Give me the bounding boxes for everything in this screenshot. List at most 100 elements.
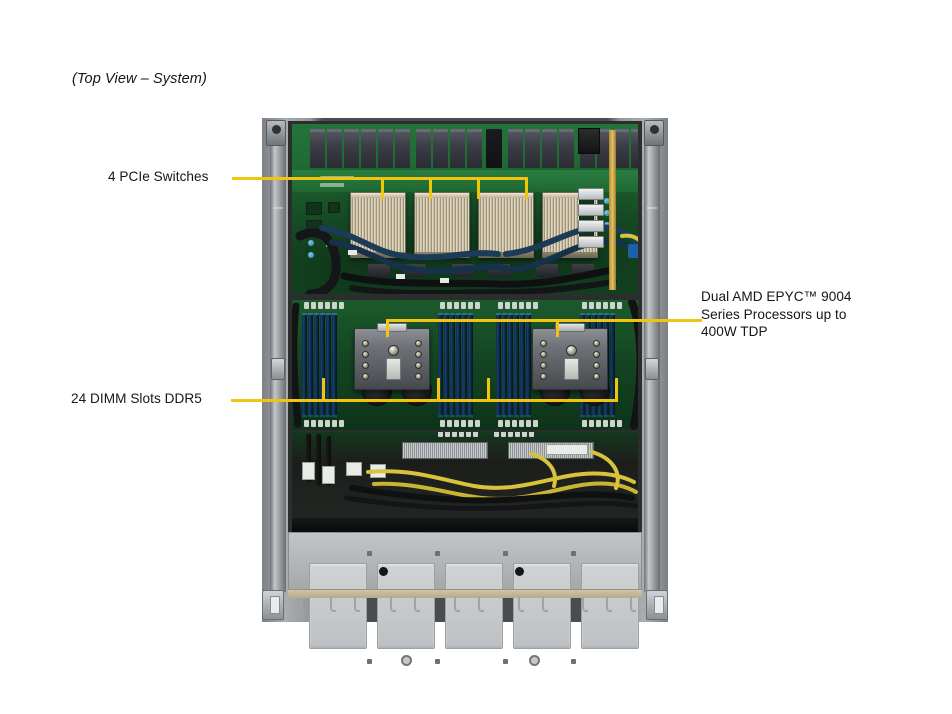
rail-latch-right	[645, 358, 659, 380]
sas-cable-2	[316, 434, 321, 486]
connector-latches-1	[438, 432, 478, 437]
bezel-hook-3	[354, 597, 360, 612]
dimm-latch-row-7	[498, 420, 538, 427]
rack-ear-top-left	[266, 120, 286, 146]
drive-pocket-5	[581, 563, 639, 649]
sas-cable-label-2	[322, 466, 335, 484]
cable-routing-zone	[292, 432, 638, 518]
pcb-capacitor-4	[604, 198, 610, 204]
dimm-latch-row-2	[440, 302, 480, 309]
sas-cable-label-4	[370, 464, 386, 478]
bezel-hook-9	[542, 597, 548, 612]
connector-latches-2	[494, 432, 534, 437]
pcie-switch-board	[292, 124, 638, 294]
leader-tick-dimm-4	[615, 378, 618, 400]
leader-tick-pcie-4	[525, 177, 528, 199]
rack-ear-bottom-left	[262, 590, 284, 620]
leader-line-cpu-spine	[386, 319, 661, 322]
connector-bank-1	[310, 129, 410, 168]
callout-label-pcie-switches: 4 PCIe Switches	[108, 169, 209, 184]
callout-label-cpu-processors: Dual AMD EPYC™ 9004 Series Processors up…	[701, 288, 891, 341]
pcb-chip-1	[306, 202, 322, 215]
dimm-bank-3	[496, 313, 531, 417]
page-title: (Top View – System)	[72, 71, 207, 87]
panel-hole-3	[503, 551, 508, 556]
panel-hole-1	[367, 551, 372, 556]
bezel-hook-4	[390, 597, 396, 612]
panel-hole-7	[503, 659, 508, 664]
panel-stud-2	[515, 567, 524, 576]
dimm-bank-1	[302, 313, 337, 417]
dimm-latch-row-3	[498, 302, 538, 309]
leader-tick-dimm-3	[487, 378, 490, 400]
connector-bank-dark	[486, 129, 502, 168]
silkscreen-mark-2	[320, 183, 344, 187]
cpu-retention-tab-2	[555, 323, 585, 332]
bezel-hook-6	[454, 597, 460, 612]
bezel-hook-7	[478, 597, 484, 612]
rear-io-connector-large	[578, 128, 600, 154]
panel-hole-4	[571, 551, 576, 556]
sas-cable-3	[326, 436, 331, 486]
connector-bank-2	[416, 129, 482, 168]
panel-hole-5	[367, 659, 372, 664]
leader-tick-pcie-1	[381, 177, 384, 199]
board-connector-1	[368, 264, 390, 277]
cpu-screw-column-right-1	[414, 338, 423, 382]
cpu-retention-tab-1	[377, 323, 407, 332]
panel-ring-hole-2	[529, 655, 540, 666]
cpu-label-1	[386, 358, 401, 380]
leader-line-pcie-spine	[381, 177, 527, 180]
pcb-mid-strip	[292, 170, 638, 192]
cpu-center-screw-2	[566, 345, 577, 356]
dimm-bank-2	[438, 313, 473, 417]
panel-hole-2	[435, 551, 440, 556]
panel-ring-hole-1	[401, 655, 412, 666]
cpu-screw-column-left-1	[361, 338, 370, 382]
rear-io-port-2	[578, 204, 604, 216]
leader-tick-dimm-1	[322, 378, 325, 400]
dimm-latch-row-4	[582, 302, 622, 309]
pcb-gold-edge	[609, 130, 616, 290]
drive-pocket-1	[309, 563, 367, 649]
callout-cpu-line-3: 400W TDP	[701, 324, 768, 339]
front-drive-panel	[288, 532, 642, 666]
chassis-rail-left	[270, 122, 286, 592]
dimm-latch-row-1	[304, 302, 344, 309]
cpu-heatsink-1	[354, 323, 430, 390]
board-connector-5	[536, 264, 558, 277]
connector-bank-3	[508, 129, 574, 168]
pcb-capacitor-2	[308, 252, 314, 258]
bezel-hook-5	[414, 597, 420, 612]
front-bezel-strip	[288, 589, 642, 598]
leader-tick-dimm-2	[437, 378, 440, 400]
server-chassis-top-view	[262, 118, 668, 666]
callout-cpu-line-2: Series Processors up to	[701, 306, 847, 322]
component-label	[546, 444, 588, 455]
leader-tick-pcie-2	[429, 177, 432, 199]
rear-io-port-3	[578, 220, 604, 232]
leader-line-dimm-main	[231, 399, 401, 402]
bezel-hook-12	[630, 597, 636, 612]
cpu-screw-column-right-2	[592, 338, 601, 382]
rail-latch-left	[271, 358, 285, 380]
bezel-hook-8	[518, 597, 524, 612]
bezel-hook-2	[330, 597, 336, 612]
callout-cpu-line-1: Dual AMD EPYC™ 9004	[701, 289, 852, 304]
sas-cable-1	[306, 434, 311, 482]
cpu-screw-column-left-2	[539, 338, 548, 382]
cpu-label-2	[564, 358, 579, 380]
rear-io-port-1	[578, 188, 604, 200]
callout-label-dimm-slots: 24 DIMM Slots DDR5	[71, 391, 202, 406]
leader-line-dimm-spine	[322, 399, 618, 402]
pcb-chip-3	[328, 202, 340, 213]
leader-line-cpu-main	[658, 319, 702, 322]
panel-hole-8	[571, 659, 576, 664]
sas-cable-label-1	[302, 462, 315, 480]
drive-pocket-2	[377, 563, 435, 649]
cpu-heatsink-2	[532, 323, 608, 390]
bezel-hook-10	[582, 597, 588, 612]
leader-tick-cpu-2	[556, 319, 559, 337]
leader-tick-pcie-3	[477, 177, 480, 199]
dimm-latch-row-8	[582, 420, 622, 427]
